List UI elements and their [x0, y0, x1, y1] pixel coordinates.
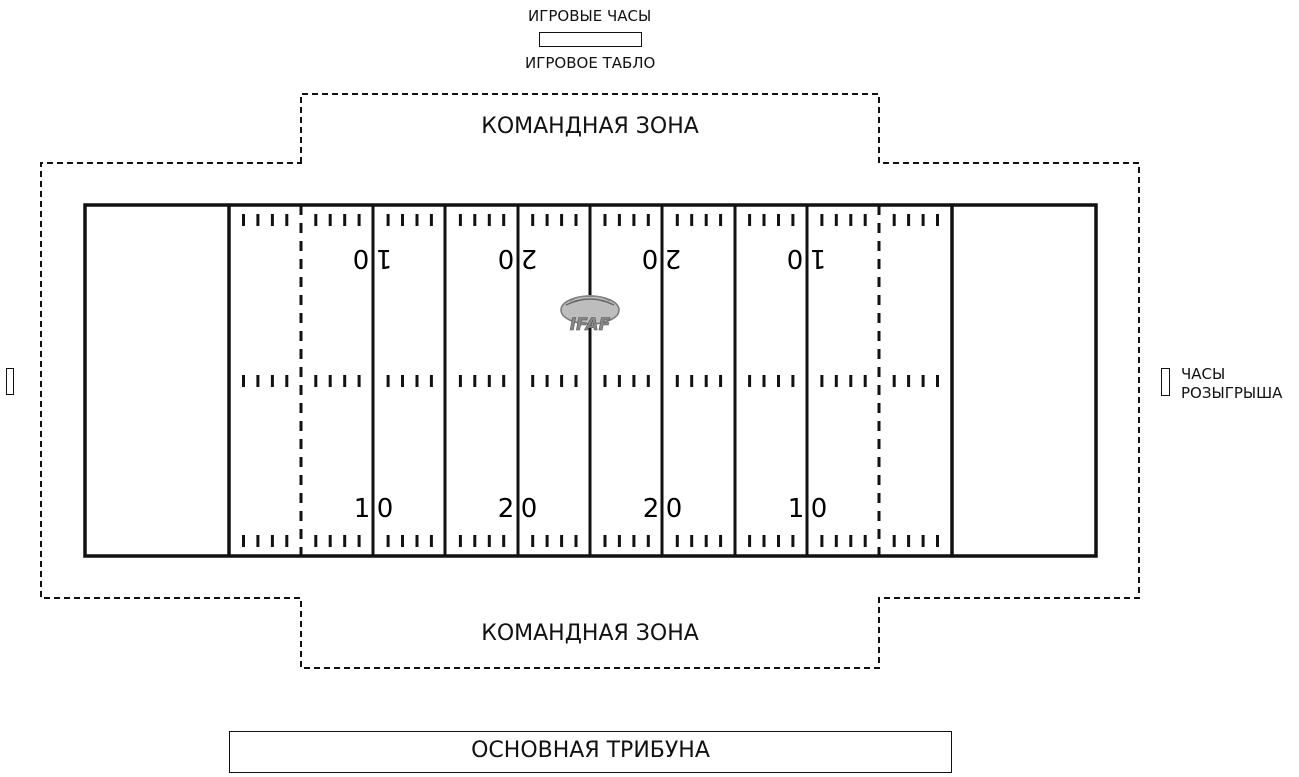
- scoreboard-label: ИГРОВОЕ ТАБЛО: [525, 54, 656, 72]
- hash-marks-top-sideline: [242, 214, 939, 226]
- team-zone-top-label: КОМАНДНАЯ ЗОНА: [481, 114, 699, 139]
- yard-number-top-2b: 0: [498, 243, 515, 273]
- yard-number-bottom-3b: 0: [666, 494, 683, 524]
- yard-number-top-4a: 1: [810, 243, 827, 273]
- yard-number-bottom-4a: 1: [788, 494, 805, 524]
- main-stand-label: ОСНОВНАЯ ТРИБУНА: [471, 738, 710, 763]
- game-clock-box: [539, 32, 642, 47]
- hash-marks-middle: [242, 375, 939, 387]
- yard-number-bottom-1b: 0: [377, 494, 394, 524]
- ifaf-logo-text: IFAF: [570, 315, 611, 335]
- yard-number-top-1b: 0: [353, 243, 370, 273]
- hash-marks-bottom-sideline: [242, 535, 939, 547]
- restraining-line: [40, 93, 1140, 669]
- play-clock-label-line1: ЧАСЫ: [1181, 365, 1226, 383]
- yard-number-bottom-2b: 0: [521, 494, 538, 524]
- play-clock-box-right: [1161, 368, 1170, 396]
- main-stand: [229, 731, 952, 773]
- yard-number-bottom-3a: 2: [643, 494, 660, 524]
- yard-number-top-2a: 2: [521, 243, 538, 273]
- yard-number-bottom-1a: 1: [354, 494, 371, 524]
- team-zone-bottom-label: КОМАНДНАЯ ЗОНА: [481, 621, 699, 646]
- yard-number-bottom-2a: 2: [498, 494, 515, 524]
- game-clock-label: ИГРОВЫЕ ЧАСЫ: [528, 7, 652, 25]
- ifaf-logo: IFAF: [560, 295, 620, 335]
- yard-number-top-1a: 1: [376, 243, 393, 273]
- play-clock-label-line2: РОЗЫГРЫША: [1181, 384, 1283, 402]
- yard-number-top-3a: 2: [665, 243, 682, 273]
- yard-number-bottom-4b: 0: [811, 494, 828, 524]
- yard-number-top-4b: 0: [787, 243, 804, 273]
- yard-number-top-3b: 0: [642, 243, 659, 273]
- play-clock-box-left: [6, 368, 14, 395]
